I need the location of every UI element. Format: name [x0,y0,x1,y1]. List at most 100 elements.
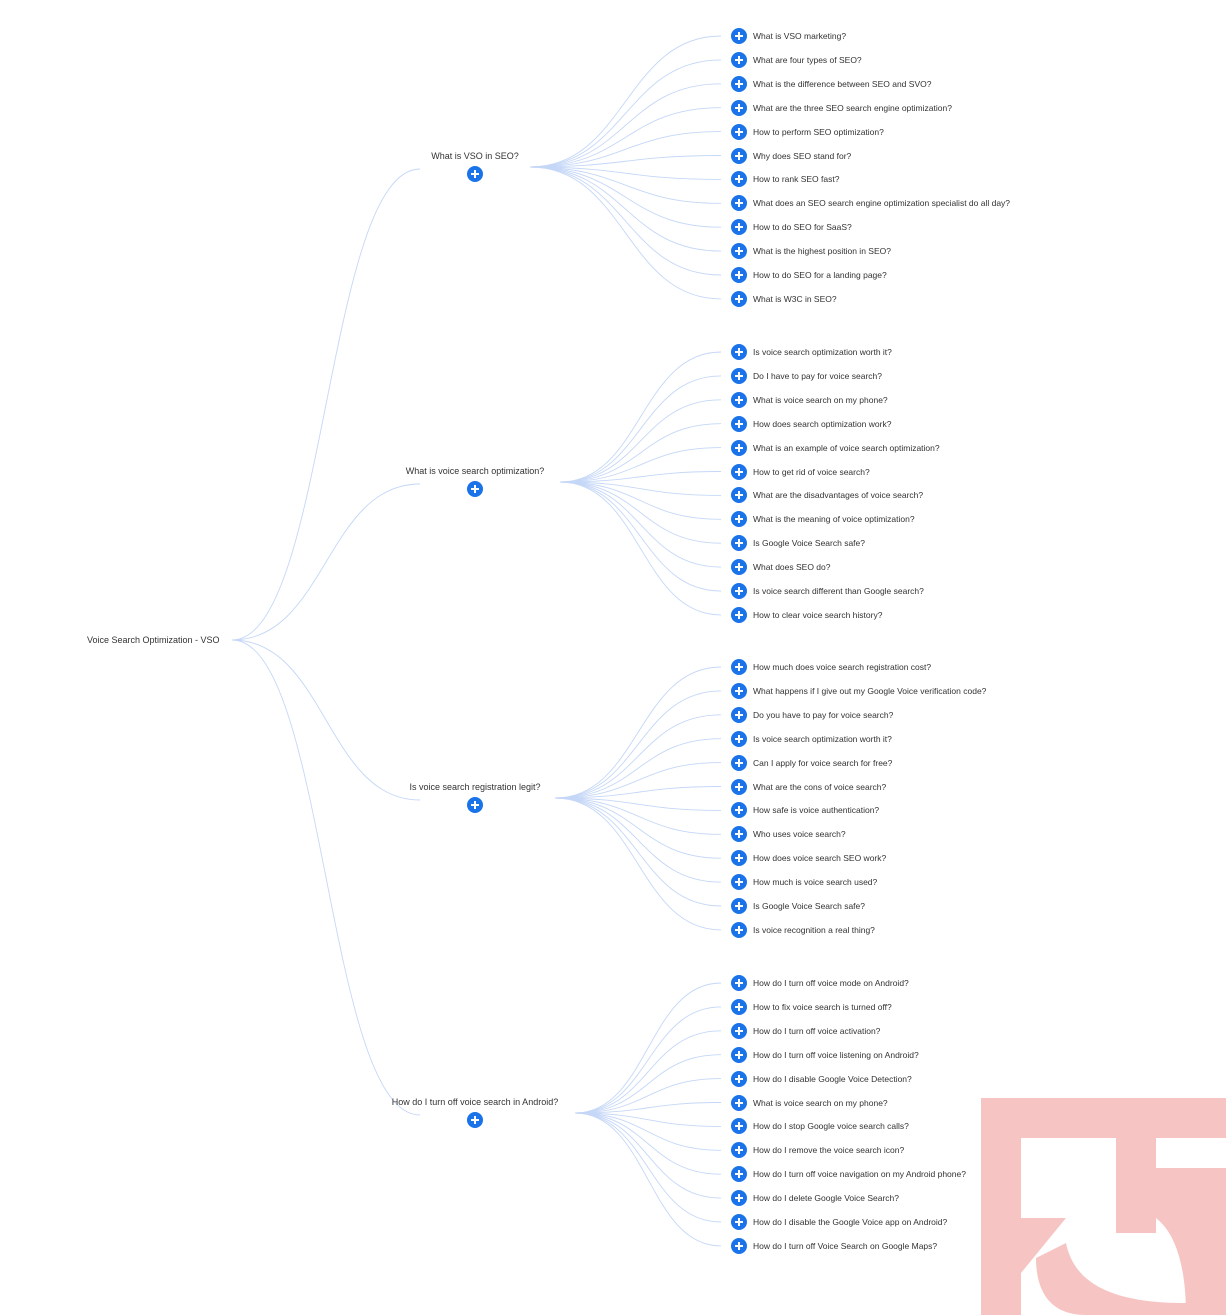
plus-circle-icon[interactable] [731,367,747,384]
leaf-node: What is the meaning of voice optimizatio… [731,510,915,528]
leaf-label: What is voice search on my phone? [753,394,888,405]
leaf-label: How do I turn off voice activation? [753,1025,881,1036]
plus-circle-icon[interactable] [731,998,747,1015]
plus-circle-icon[interactable] [731,267,747,283]
plus-circle-icon[interactable] [731,463,747,480]
plus-circle-icon[interactable] [731,147,747,164]
connector-line [574,982,722,1114]
plus-circle-icon[interactable] [731,219,747,236]
leaf-label: Why does SEO stand for? [753,150,852,161]
branch-label: What is VSO in SEO? [431,151,519,161]
plus-circle-icon[interactable] [731,874,747,891]
plus-circle-icon[interactable] [731,28,747,44]
leaf-label: Is Google Voice Search safe? [753,538,865,549]
plus-circle-icon[interactable] [731,850,747,867]
plus-circle-icon[interactable] [731,778,747,795]
leaf-node: What are the three SEO search engine opt… [731,99,952,117]
plus-circle-icon[interactable] [731,1166,747,1183]
plus-circle-icon[interactable] [731,1022,747,1039]
connector-line [574,1112,722,1247]
plus-circle-icon[interactable] [731,706,747,723]
connector-line [529,166,722,300]
leaf-label: How to perform SEO optimization? [753,126,884,137]
plus-circle-icon[interactable] [731,754,747,771]
connector-line [559,481,722,496]
leaf-label: What is an example of voice search optim… [753,442,940,453]
plus-circle-icon[interactable] [731,559,747,576]
plus-circle-icon[interactable] [731,243,747,260]
plus-circle-icon[interactable] [731,921,747,938]
plus-circle-icon[interactable] [731,659,747,675]
plus-circle-icon[interactable] [731,1142,747,1159]
leaf-node: Can I apply for voice search for free? [731,754,892,772]
plus-circle-icon[interactable] [731,391,747,408]
leaf-label: What is the difference between SEO and S… [753,78,932,89]
plus-circle-icon[interactable] [731,1237,747,1254]
plus-circle-icon[interactable] [731,1046,747,1063]
leaf-label: Do you have to pay for voice search? [753,709,894,720]
plus-circle-icon[interactable] [467,1112,483,1128]
leaf-node: How do I stop Google voice search calls? [731,1117,909,1135]
plus-circle-icon[interactable] [467,166,483,182]
plus-circle-icon[interactable] [731,730,747,747]
leaf-node: How does voice search SEO work? [731,849,886,867]
connector-line [529,166,722,228]
leaf-node: What is voice search on my phone? [731,391,888,409]
plus-circle-icon[interactable] [731,606,747,623]
plus-circle-icon[interactable] [731,826,747,843]
plus-circle-icon[interactable] [731,511,747,528]
plus-circle-icon[interactable] [731,1094,747,1111]
plus-circle-icon[interactable] [731,975,747,991]
plus-circle-icon[interactable] [731,99,747,116]
plus-circle-icon[interactable] [731,583,747,599]
leaf-node: Is Google Voice Search safe? [731,534,865,552]
plus-circle-icon[interactable] [731,51,747,68]
plus-circle-icon[interactable] [731,439,747,456]
leaf-node: How to get rid of voice search? [731,463,870,481]
leaf-label: What is the highest position in SEO? [753,246,891,257]
connector-line [559,423,722,483]
plus-circle-icon[interactable] [731,682,747,699]
plus-circle-icon[interactable] [467,481,483,497]
leaf-label: How do I disable the Google Voice app on… [753,1217,948,1227]
connector-line [559,399,722,483]
leaf-node: Is voice search different than Google se… [731,582,924,600]
connector-line [529,166,722,252]
plus-circle-icon[interactable] [731,171,747,188]
leaf-label: Is voice search different than Google se… [753,586,924,596]
leaf-label: How much is voice search used? [753,877,878,888]
leaf-node: How to clear voice search history? [731,606,882,624]
leaf-node: Why does SEO stand for? [731,147,851,165]
leaf-node: Is voice search optimization worth it? [731,343,892,361]
connector-line [554,797,722,931]
plus-circle-icon[interactable] [467,797,483,813]
branch-node: Is voice search registration legit? [375,782,575,818]
plus-circle-icon[interactable] [731,535,747,552]
leaf-node: How much does voice search registration … [731,658,931,676]
plus-circle-icon[interactable] [731,1214,747,1230]
plus-circle-icon[interactable] [731,75,747,92]
leaf-node: How do I turn off voice listening on And… [731,1046,919,1064]
plus-circle-icon[interactable] [731,195,747,212]
plus-circle-icon[interactable] [731,898,747,914]
plus-circle-icon[interactable] [731,1118,747,1135]
leaf-node: How do I turn off voice mode on Android? [731,974,909,992]
leaf-node: What is an example of voice search optim… [731,439,940,457]
plus-circle-icon[interactable] [731,1190,747,1207]
plus-circle-icon[interactable] [731,487,747,504]
leaf-node: How to fix voice search is turned off? [731,998,892,1016]
plus-circle-icon[interactable] [731,123,747,140]
plus-circle-icon[interactable] [731,802,747,819]
branch-label: How do I turn off voice search in Androi… [391,1097,559,1107]
leaf-node: Do you have to pay for voice search? [731,706,893,724]
leaf-node: How safe is voice authentication? [731,801,879,819]
plus-circle-icon[interactable] [731,1070,747,1087]
connector-line [554,786,722,799]
plus-circle-icon[interactable] [731,290,747,307]
connector-line [554,738,722,799]
connector-line [554,797,722,907]
leaf-node: What are the disadvantages of voice sear… [731,486,923,504]
plus-circle-icon[interactable] [731,415,747,432]
plus-circle-icon[interactable] [731,344,747,360]
leaf-node: How to perform SEO optimization? [731,123,884,141]
